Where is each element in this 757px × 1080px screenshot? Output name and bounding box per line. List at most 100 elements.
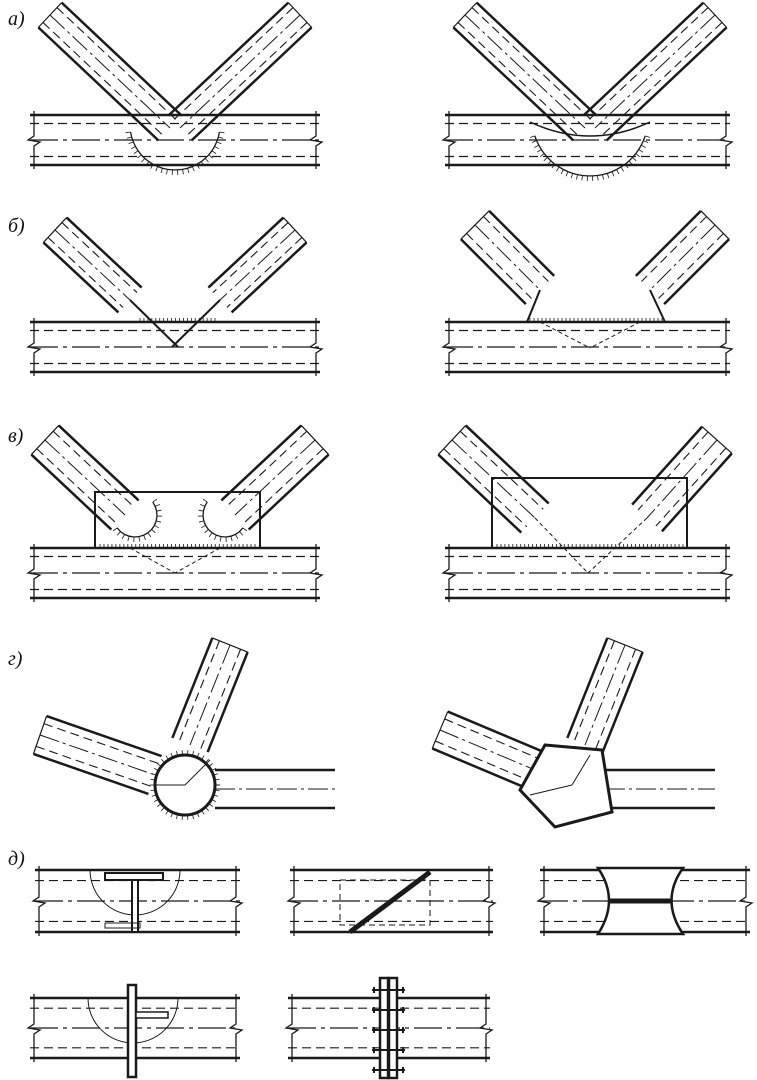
member-edge bbox=[601, 651, 644, 753]
weld-tick bbox=[150, 164, 154, 169]
end-plate bbox=[387, 976, 399, 1080]
weld-tick bbox=[150, 789, 156, 792]
member-axis bbox=[474, 224, 541, 291]
member-edge bbox=[220, 424, 303, 502]
weld-tick bbox=[170, 752, 174, 758]
member-end bbox=[437, 425, 467, 455]
gusset-plate bbox=[491, 477, 688, 549]
member-axis bbox=[54, 229, 131, 301]
weld-tick bbox=[620, 166, 624, 172]
weld-tick bbox=[543, 157, 548, 162]
weld-tick bbox=[141, 158, 146, 163]
member-flange-hidden bbox=[36, 448, 118, 525]
weld-tick bbox=[531, 140, 537, 143]
member-flange-hidden bbox=[172, 7, 294, 121]
tapered-end bbox=[649, 289, 666, 323]
weld-tick bbox=[154, 525, 159, 529]
weld-tick bbox=[137, 154, 142, 159]
member-edge bbox=[171, 637, 214, 739]
axis bbox=[129, 547, 176, 574]
break-mark bbox=[308, 318, 324, 376]
member-flange-hidden bbox=[35, 745, 152, 787]
break-mark bbox=[718, 111, 734, 169]
weld-tick bbox=[611, 171, 615, 177]
weld-seam bbox=[202, 501, 244, 538]
weld-tick bbox=[606, 173, 610, 179]
member-flange-hidden bbox=[457, 22, 579, 136]
tapered-end bbox=[129, 299, 179, 348]
member-end bbox=[30, 424, 60, 456]
weld-tick bbox=[547, 160, 552, 165]
weld-tick bbox=[214, 146, 220, 150]
member-end bbox=[37, 2, 63, 28]
member-flange-hidden bbox=[226, 430, 308, 507]
member-axis bbox=[219, 229, 296, 301]
member-axis bbox=[464, 14, 586, 129]
member-edge bbox=[475, 1, 598, 117]
member-axis bbox=[44, 439, 126, 516]
break-mark bbox=[481, 866, 497, 936]
member-flange-hidden bbox=[466, 233, 532, 299]
weld-tick bbox=[602, 174, 604, 180]
weld-tick bbox=[540, 153, 545, 157]
weld-tick bbox=[565, 171, 569, 177]
member-axis bbox=[439, 729, 536, 771]
break-mark bbox=[718, 318, 734, 376]
member-flange-hidden bbox=[444, 718, 540, 760]
member-flange-hidden bbox=[655, 447, 727, 527]
member-axis bbox=[451, 439, 536, 519]
member-flange-hidden bbox=[212, 222, 289, 293]
weld-tick bbox=[551, 163, 556, 169]
weld-tick bbox=[213, 773, 219, 776]
weld-tick bbox=[581, 175, 583, 181]
member-edge bbox=[660, 452, 733, 533]
member-axis bbox=[179, 14, 301, 129]
weld-tick bbox=[570, 173, 574, 179]
member-flange-hidden bbox=[641, 216, 707, 282]
member-end bbox=[460, 210, 490, 240]
weld-tick bbox=[628, 160, 633, 165]
weld-tick bbox=[165, 755, 169, 761]
member-flange-hidden bbox=[43, 723, 160, 765]
weld-tick bbox=[211, 150, 217, 154]
weld-tick bbox=[127, 536, 130, 542]
axis bbox=[529, 784, 573, 796]
weld-tick bbox=[155, 504, 160, 507]
break-mark bbox=[228, 866, 244, 936]
member-edge bbox=[663, 238, 731, 306]
end-plate bbox=[126, 983, 138, 1079]
weld-tick bbox=[126, 136, 132, 139]
weld-seam bbox=[534, 135, 646, 177]
weld-tick bbox=[597, 175, 599, 181]
weld-tick bbox=[213, 794, 219, 797]
weld-tick bbox=[161, 758, 165, 764]
weld-tick bbox=[643, 140, 649, 143]
weld-seam bbox=[116, 501, 158, 538]
member-axis bbox=[584, 644, 626, 746]
member-end bbox=[607, 637, 643, 653]
member-edge bbox=[167, 1, 290, 117]
member-flange-hidden bbox=[483, 216, 549, 282]
member-flange-hidden bbox=[178, 640, 220, 741]
member-flange-hidden bbox=[435, 740, 531, 782]
member-flange-hidden bbox=[226, 237, 303, 308]
break-mark bbox=[31, 866, 47, 936]
member-edge bbox=[447, 710, 544, 753]
weld-tick bbox=[641, 144, 646, 148]
break-mark bbox=[441, 318, 457, 376]
weld-tick bbox=[133, 150, 139, 154]
member-flange-hidden bbox=[186, 22, 308, 136]
member-edge bbox=[65, 216, 143, 289]
member-end bbox=[701, 426, 733, 454]
weld-tick bbox=[214, 535, 217, 540]
member-flange-hidden bbox=[47, 237, 124, 308]
member-axis bbox=[646, 439, 718, 519]
weld-tick bbox=[219, 131, 225, 134]
member-edge bbox=[207, 216, 285, 289]
member-flange-hidden bbox=[56, 7, 178, 121]
member-edge bbox=[57, 424, 140, 502]
stiffener bbox=[135, 1011, 169, 1019]
weld-tick bbox=[202, 498, 208, 503]
member-end bbox=[702, 2, 728, 28]
member-edge bbox=[605, 26, 728, 142]
